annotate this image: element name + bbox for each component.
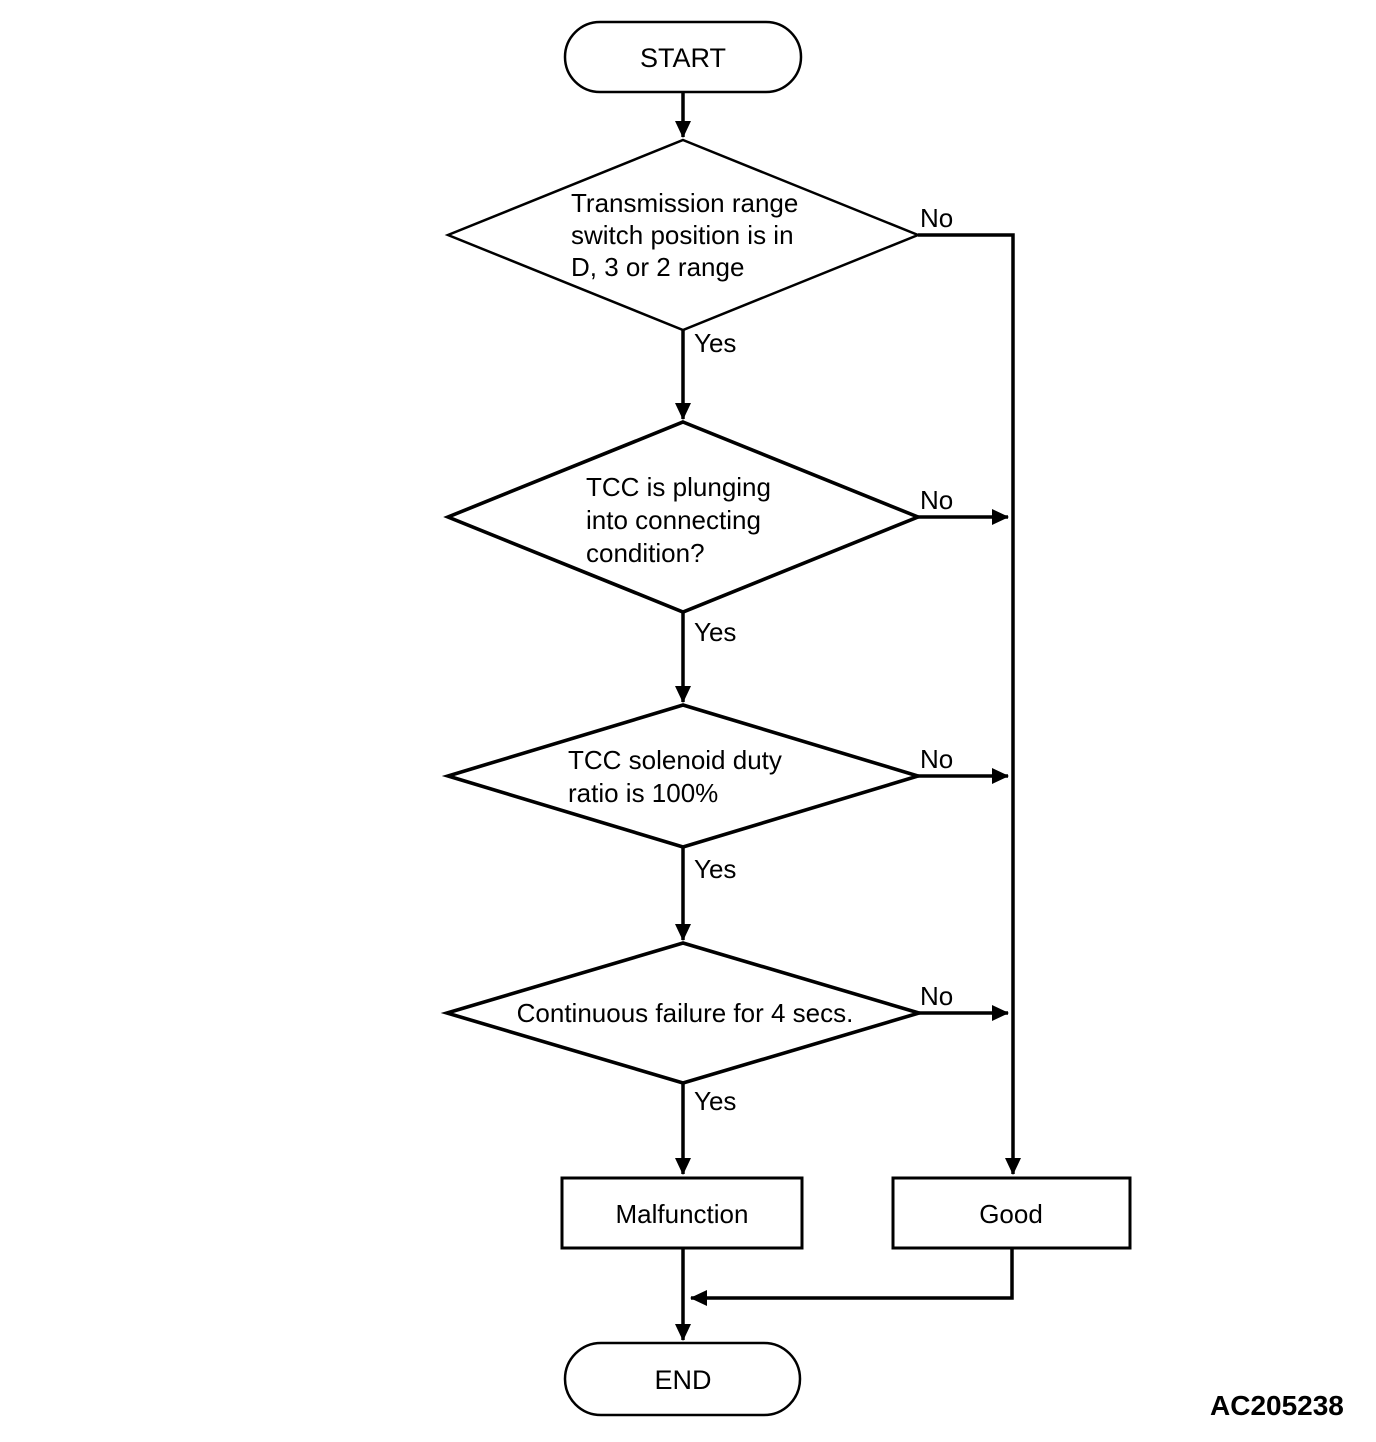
decision3-yes-label: Yes <box>694 854 736 884</box>
end-terminator-label: END <box>654 1365 711 1395</box>
decision4-no-label: No <box>920 981 953 1011</box>
decision4-yes-label: Yes <box>694 1086 736 1116</box>
decision-tcc-solenoid-duty <box>441 703 925 849</box>
decision2-line3: condition? <box>586 538 705 568</box>
decision2-line2: into connecting <box>586 505 761 535</box>
figure-id-label: AC205238 <box>1210 1390 1344 1421</box>
decision2-no-label: No <box>920 485 953 515</box>
start-terminator-label: START <box>640 43 726 73</box>
decision1-yes-label: Yes <box>694 328 736 358</box>
decision3-line1: TCC solenoid duty <box>568 745 782 775</box>
decision2-line1: TCC is plunging <box>586 472 771 502</box>
decision1-line1: Transmission range <box>571 188 798 218</box>
decision1-line2: switch position is in <box>571 220 794 250</box>
end-terminator <box>563 1341 802 1417</box>
decision1-no-label: No <box>920 203 953 233</box>
decision3-line2: ratio is 100% <box>568 778 718 808</box>
no-branch-line-to-good <box>918 233 1021 1175</box>
decision2-yes-label: Yes <box>694 617 736 647</box>
decision4-line1: Continuous failure for 4 secs. <box>517 998 854 1028</box>
good-label: Good <box>979 1199 1043 1229</box>
malfunction-label: Malfunction <box>616 1199 749 1229</box>
good-box <box>891 1176 1132 1250</box>
decision3-no-label: No <box>920 744 953 774</box>
good-join-line <box>690 1248 1014 1306</box>
decision1-line3: D, 3 or 2 range <box>571 252 744 282</box>
